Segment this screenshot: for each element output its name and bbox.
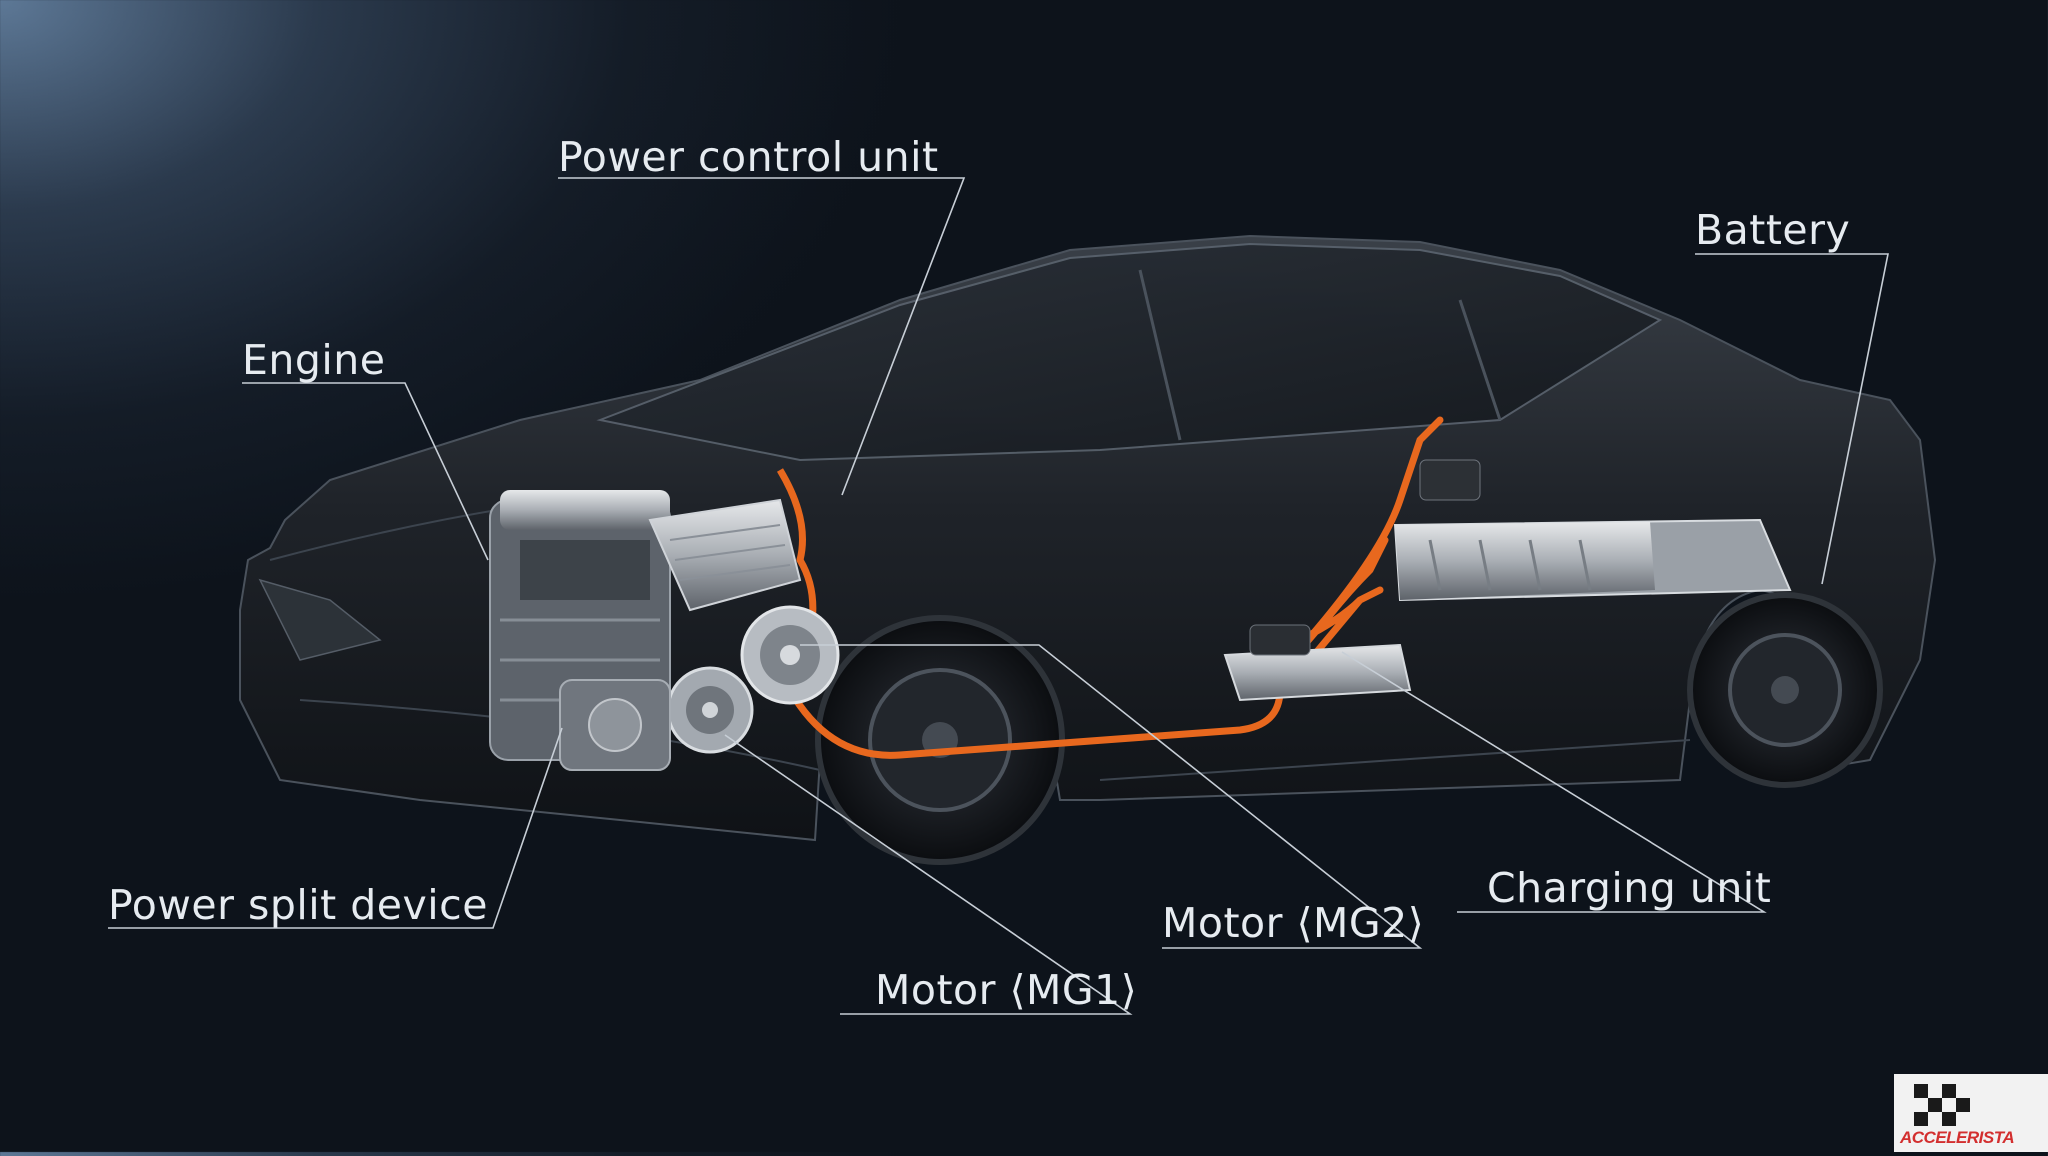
- leader-motor-mg1: [724, 734, 1133, 1015]
- motor-mg2-part: [740, 605, 840, 705]
- charging-unit-part: [1223, 624, 1412, 702]
- power-control-unit-part: [648, 498, 802, 612]
- battery-pack-part: [1393, 459, 1792, 602]
- label-battery: Battery: [1695, 206, 1851, 254]
- leader-lines: [108, 177, 1889, 1015]
- rear-wheel: [1687, 592, 1883, 788]
- label-motor-mg2: Motor ⟨MG2⟩: [1162, 899, 1425, 947]
- leader-power-control-unit: [558, 177, 966, 496]
- label-power-split-device: Power split device: [108, 881, 488, 929]
- label-power-control-unit: Power control unit: [558, 133, 939, 181]
- motor-mg1-part: [666, 666, 754, 754]
- watermark-text: ACCELERISTA: [1900, 1128, 2015, 1147]
- leader-charging-unit: [1341, 651, 1767, 913]
- label-engine: Engine: [242, 336, 386, 384]
- leader-motor-mg2: [800, 644, 1423, 949]
- label-motor-mg1: Motor ⟨MG1⟩: [875, 966, 1138, 1014]
- front-wheel: [815, 615, 1065, 865]
- power-split-device-part: [559, 679, 671, 771]
- leader-power-split-device: [108, 727, 563, 929]
- label-charging-unit: Charging unit: [1487, 864, 1772, 912]
- watermark-logo: ACCELERISTA: [1894, 1074, 2048, 1152]
- checkered-flag-icon: [1914, 1084, 1970, 1126]
- leader-engine: [242, 382, 489, 561]
- orange-cable: [786, 416, 1444, 759]
- leader-battery: [1695, 253, 1889, 585]
